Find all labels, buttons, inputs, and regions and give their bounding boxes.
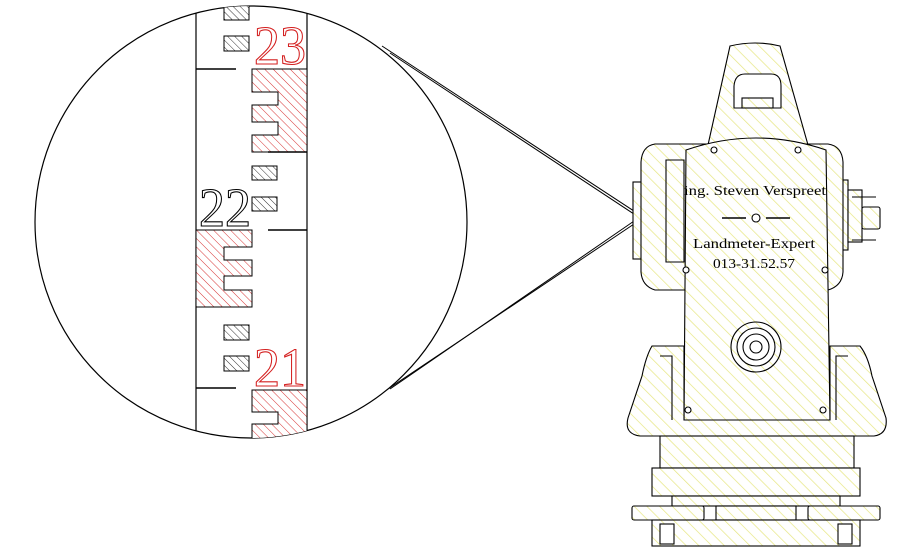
staff-block — [223, 324, 250, 341]
leveling-staff: 23 22 21 — [195, 6, 308, 438]
nameplate-name: ing. Steven Verspreet — [684, 184, 826, 199]
tribrach — [659, 435, 855, 469]
staff-e-red-upper — [251, 68, 308, 153]
staff-mark-22: 22 — [199, 177, 251, 238]
footscrew-right — [807, 505, 881, 521]
emblem-dot — [751, 213, 761, 223]
nameplate-phone: 013-31.52.57 — [713, 257, 795, 272]
screw — [821, 266, 829, 274]
base-plate — [651, 519, 861, 547]
magnifier-lines — [381, 45, 638, 394]
staff-mark-23: 23 — [254, 15, 306, 76]
standard-plate — [683, 137, 831, 421]
staff-block — [251, 196, 278, 212]
total-station — [626, 42, 887, 547]
nameplate-title: Landmeter-Expert — [693, 237, 815, 252]
screw — [819, 406, 827, 414]
base-housing — [626, 345, 887, 437]
screw — [794, 146, 802, 154]
circular-level — [730, 321, 782, 373]
magnifier-circle: 23 22 21 — [34, 5, 468, 439]
staff-block — [223, 355, 250, 372]
screw — [710, 146, 718, 154]
staff-block — [223, 6, 250, 21]
screw — [682, 266, 690, 274]
staff-block — [223, 35, 250, 52]
staff-block — [251, 165, 278, 181]
screw — [684, 406, 692, 414]
staff-e-red-middle — [195, 229, 253, 308]
staff-e-red-lower — [251, 389, 308, 438]
staff-mark-21: 21 — [254, 337, 306, 398]
footscrew-left — [631, 505, 705, 521]
